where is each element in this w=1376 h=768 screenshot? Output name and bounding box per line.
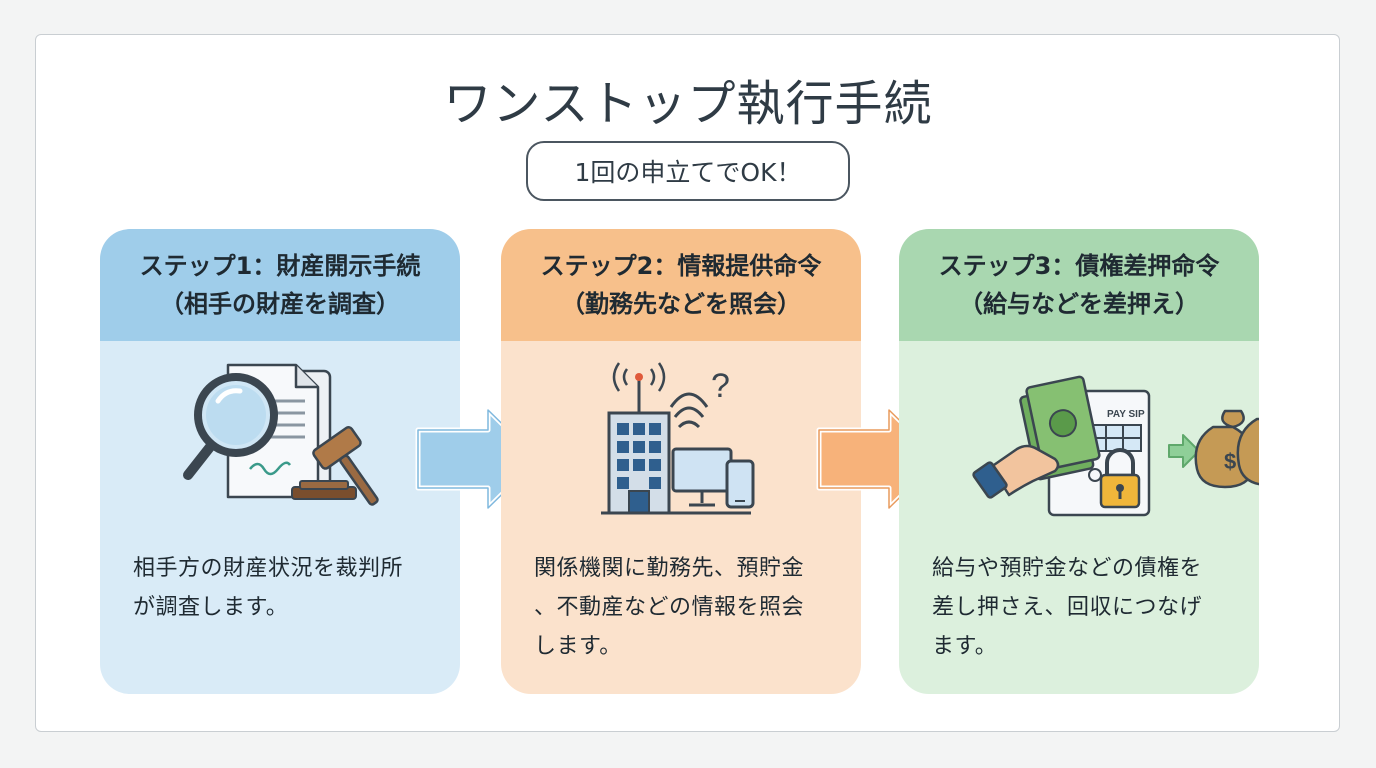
- step-2-description-line: 関係機関に勤務先、預貯金: [534, 556, 805, 581]
- step-3-subtitle: （給与などを差押え）: [959, 290, 1199, 318]
- step-3-card: ステップ3：債権差押命令 （給与などを差押え） PAY SIP: [899, 229, 1259, 694]
- step-2-description-line: 、不動産などの情報を照会: [534, 595, 805, 620]
- step-2-description: 関係機関に勤務先、預貯金 、不動産などの情報を照会 します。: [534, 549, 839, 666]
- step-1-description-line: が調査します。: [133, 595, 289, 620]
- step-1-subtitle: （相手の財産を調査）: [160, 290, 400, 318]
- step-1-description: 相手方の財産状況を裁判所 が調査します。: [133, 549, 438, 627]
- step-1-body: 相手方の財産状況を裁判所 が調査します。: [100, 341, 460, 694]
- step-2-body: ? 関係機関に勤務先、預貯金 、不動産などの情報を照会 します。: [501, 341, 861, 694]
- step-1-header: ステップ1：財産開示手続 （相手の財産を調査）: [100, 229, 460, 341]
- step-3-header: ステップ3：債権差押命令 （給与などを差押え）: [899, 229, 1259, 341]
- step-3-title: ステップ3：債権差押命令: [938, 252, 1220, 280]
- step-3-description-line: 給与や預貯金などの債権を: [932, 556, 1203, 581]
- svg-text:$: $: [1224, 449, 1236, 474]
- step-3-description: 給与や預貯金などの債権を 差し押さえ、回収につなげ ます。: [932, 549, 1237, 666]
- payslip-label: PAY SIP: [1107, 409, 1145, 420]
- step-2-title: ステップ2：情報提供命令: [540, 252, 822, 280]
- step-2-header: ステップ2：情報提供命令 （勤務先などを照会）: [501, 229, 861, 341]
- step-2-description-line: します。: [534, 634, 622, 659]
- step-3-description-line: 差し押さえ、回収につなげ: [932, 595, 1203, 620]
- magnifier-document-gavel-icon: [183, 363, 379, 506]
- building-devices-question-icon: ?: [601, 362, 755, 515]
- step-3-description-line: ます。: [932, 634, 998, 659]
- callout-text: 1回の申立てでOK！: [574, 158, 802, 187]
- step-2-card: ステップ2：情報提供命令 （勤務先などを照会）: [501, 229, 861, 694]
- step-2-subtitle: （勤務先などを照会）: [561, 290, 801, 318]
- diagram-title: ワンストップ執行手続: [443, 76, 933, 132]
- step-1-description-line: 相手方の財産状況を裁判所: [133, 556, 404, 581]
- callout-bubble: 1回の申立てでOK！: [526, 141, 850, 201]
- svg-text:?: ?: [711, 367, 730, 405]
- money-payslip-lock-moneybags-icon: PAY SIP $: [972, 375, 1259, 517]
- step-1-title: ステップ1：財産開示手続: [139, 252, 421, 280]
- step-1-card: ステップ1：財産開示手続 （相手の財産を調査）: [100, 229, 460, 694]
- step-3-body: PAY SIP $: [899, 341, 1259, 694]
